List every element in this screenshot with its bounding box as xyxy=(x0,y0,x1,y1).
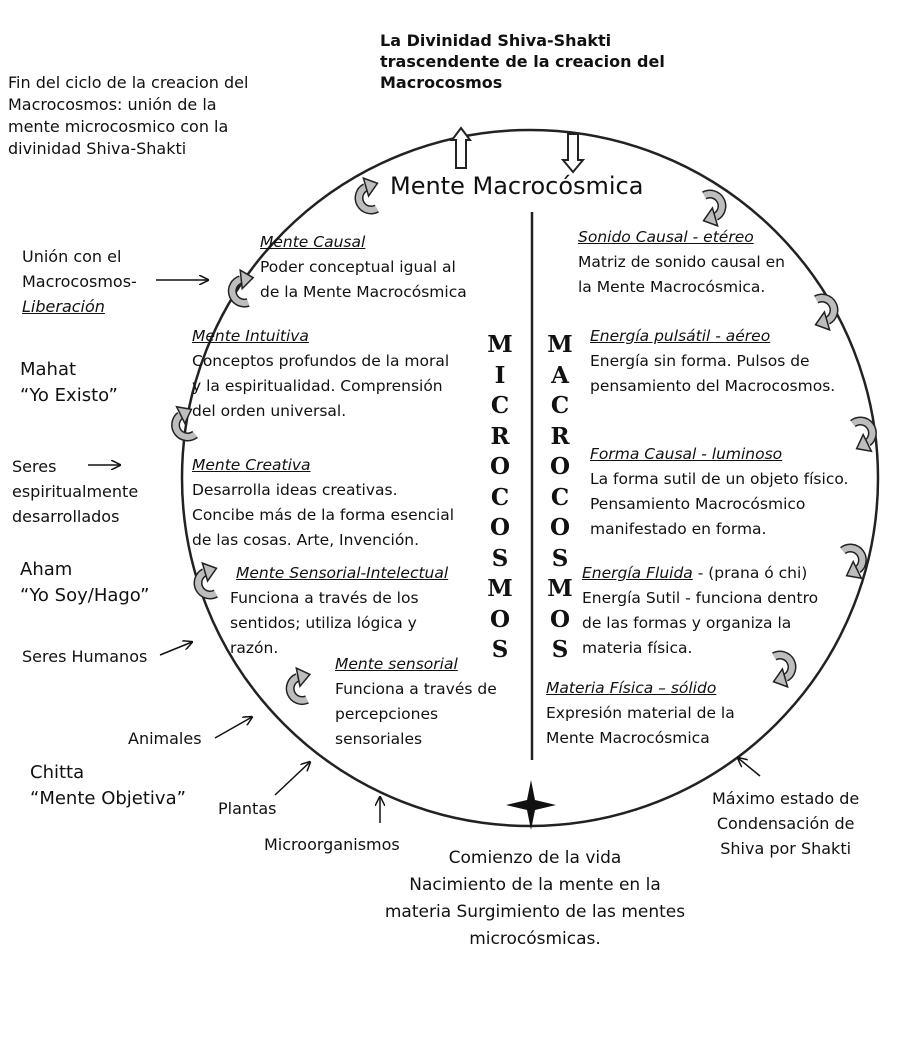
label-seres-humanos: Seres Humanos xyxy=(22,647,148,666)
curl-arrow-icon xyxy=(839,547,867,579)
bottom-text: Comienzo de la vida Nacimiento de la men… xyxy=(384,848,686,949)
block-energia-fluida: Energía Fluida - (prana ó chi) Energía S… xyxy=(582,564,819,657)
star-icon xyxy=(506,780,556,830)
pointer-arrow xyxy=(214,717,252,739)
macrocosmos-column: M A C R O C O S M O S xyxy=(547,331,573,663)
curl-arrow-icon xyxy=(226,270,260,306)
curl-arrow-icon xyxy=(696,192,727,226)
curl-arrow-icon xyxy=(849,420,877,452)
microcosmos-column: M I C R O C O S M O S xyxy=(487,331,513,663)
block-mente-sensorial-intelectual: Mente Sensorial-Intelectual Funciona a t… xyxy=(230,564,449,657)
label-chitta: Chitta “Mente Objetiva” xyxy=(30,762,186,809)
label-seres-espiritualmente: Seres espiritualmente desarrollados xyxy=(12,457,139,526)
block-forma-causal: Forma Causal - luminoso La forma sutil d… xyxy=(590,445,849,538)
top-left-note: Fin del ciclo de la creacion del Macroco… xyxy=(8,73,249,158)
block-mente-creativa: Mente Creativa Desarrolla ideas creativa… xyxy=(192,456,455,549)
up-arrow-icon xyxy=(450,126,472,169)
pointer-arrow xyxy=(159,642,192,656)
label-plantas: Plantas xyxy=(218,799,277,818)
curl-arrow-icon xyxy=(354,178,385,212)
pointer-arrow xyxy=(738,758,761,777)
main-circle xyxy=(180,128,880,828)
block-materia-fisica: Materia Física – sólido Expresión materi… xyxy=(546,679,735,747)
label-mahat: Mahat “Yo Existo” xyxy=(20,359,118,406)
label-animales: Animales xyxy=(128,729,202,748)
down-arrow-icon xyxy=(560,133,586,174)
label-union: Unión con el Macrocosmos- Liberación xyxy=(22,247,137,316)
label-maximo-estado: Máximo estado de Condensación de Shiva p… xyxy=(712,789,860,858)
label-microorganismos: Microorganismos xyxy=(264,835,400,854)
pointer-arrow xyxy=(274,762,310,796)
circle-title: Mente Macrocósmica xyxy=(390,172,644,200)
curl-arrow-icon xyxy=(284,668,317,703)
block-mente-intuitiva: Mente Intuitiva Conceptos profundos de l… xyxy=(192,327,450,420)
block-energia-pulsatil: Energía pulsátil - aéreo Energía sin for… xyxy=(590,327,836,395)
block-mente-sensorial: Mente sensorial Funciona a través de per… xyxy=(335,655,497,748)
curl-arrow-icon xyxy=(193,563,224,597)
block-sonido-causal: Sonido Causal - etéreo Matriz de sonido … xyxy=(578,228,785,296)
block-mente-causal: Mente Causal Poder conceptual igual al d… xyxy=(260,233,467,301)
label-aham: Aham “Yo Soy/Hago” xyxy=(20,559,150,606)
top-title: La Divinidad Shiva-Shakti trascendente d… xyxy=(380,31,665,92)
